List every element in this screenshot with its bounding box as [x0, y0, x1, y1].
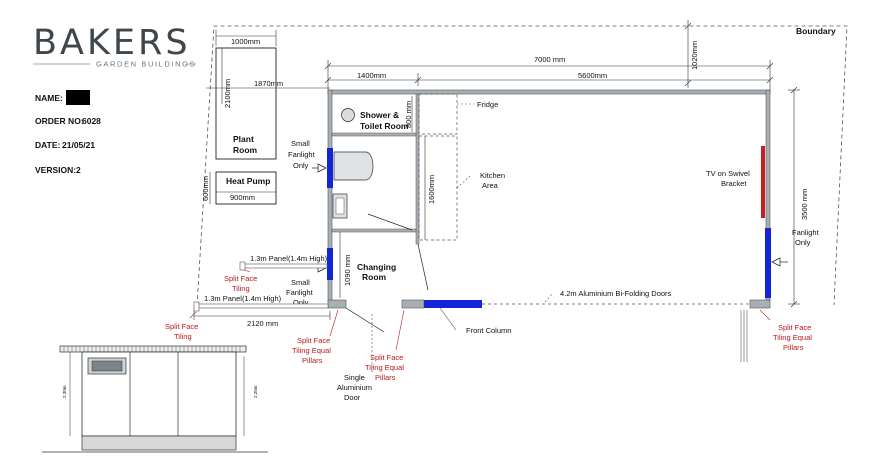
- logo: BAKERS GARDEN BUILDINGS: [33, 23, 196, 69]
- dim-kitchen-length: 1600mm: [427, 175, 436, 204]
- svg-text:Door: Door: [344, 393, 361, 402]
- bifold-label: 4.2m Aluminium Bi-Folding Doors: [560, 289, 672, 298]
- windows: [327, 148, 771, 308]
- svg-text:Fanlight: Fanlight: [288, 150, 316, 159]
- svg-text:Pillars: Pillars: [302, 356, 323, 365]
- svg-text:Aluminium: Aluminium: [337, 383, 372, 392]
- svg-text:Only: Only: [293, 298, 309, 307]
- svg-text:Tiling: Tiling: [174, 332, 192, 341]
- dim-shower-depth: 800 mm: [404, 101, 413, 128]
- svg-text:Area: Area: [482, 181, 499, 190]
- plant-dimensions: [206, 30, 330, 104]
- svg-text:Tiling Equal: Tiling Equal: [292, 346, 331, 355]
- elevation-height-right: 2.25m: [253, 385, 258, 398]
- front-elevation: 2.30m 2.25m: [42, 345, 268, 453]
- svg-text:Split Face: Split Face: [165, 322, 198, 331]
- svg-text:Heat Pump: Heat Pump: [226, 176, 270, 186]
- changing-room: Changing Room 1090 mm: [339, 232, 429, 333]
- heat-pump: Heat Pump: [209, 171, 277, 205]
- dim-changing-depth: 1090 mm: [343, 255, 352, 286]
- dim-heatpump-depth: 600mm: [201, 176, 210, 201]
- shower-door-swing: [367, 213, 413, 231]
- door-label: Single: [344, 373, 365, 382]
- front-column-label: Front Column: [466, 326, 511, 335]
- version-value: 2: [76, 165, 81, 175]
- svg-text:Tiling Equal: Tiling Equal: [365, 363, 404, 372]
- svg-text:Room: Room: [362, 272, 387, 282]
- fence-posts: [740, 310, 748, 362]
- top-dimension-lines: [324, 20, 774, 92]
- svg-text:Split Face: Split Face: [224, 274, 257, 283]
- svg-text:Small: Small: [291, 139, 310, 148]
- logo-subtitle: GARDEN BUILDINGS: [96, 60, 196, 69]
- door-swing: [345, 307, 385, 333]
- dim-boundary-gap: 1020mm: [690, 41, 699, 70]
- panel-label-1: 1.3m Panel(1.4m High): [250, 254, 328, 263]
- svg-text:Split Face: Split Face: [778, 323, 811, 332]
- svg-text:Toilet Room: Toilet Room: [360, 121, 409, 131]
- dim-left-section: 1400mm: [357, 71, 386, 80]
- svg-text:Pillars: Pillars: [783, 343, 804, 352]
- tv-label: TV on Swivel: [706, 169, 750, 178]
- shower-head-icon: [341, 108, 355, 122]
- boundary-label: Boundary: [796, 26, 836, 36]
- fanlight-left-arrow-icon: [317, 163, 327, 173]
- dim-right-section: 5600mm: [578, 71, 607, 80]
- elevation-height-left: 2.30m: [62, 385, 67, 398]
- dim-plant-depth: 2100mm: [223, 79, 232, 108]
- version-label: VERSION:: [35, 165, 76, 175]
- name-label: NAME:: [35, 93, 63, 103]
- name-redaction: [66, 90, 90, 105]
- dim-depth: 3500 mm: [800, 189, 809, 220]
- dim-plant-width: 1000mm: [231, 37, 260, 46]
- logo-title: BAKERS: [33, 23, 191, 63]
- svg-text:Bracket: Bracket: [721, 179, 747, 188]
- tiling-annotations: Split Face Tiling Split Face Tiling Spli…: [165, 269, 812, 382]
- order-value: 6028: [82, 116, 101, 126]
- toilet-icon: [333, 151, 374, 181]
- svg-text:Pillars: Pillars: [375, 373, 396, 382]
- kitchen-label: Kitchen: [480, 171, 505, 180]
- plant-room: Plant Room: [215, 47, 277, 160]
- svg-text:Room: Room: [233, 145, 258, 155]
- order-info: NAME: ORDER NO: 6028 DATE: 21/05/21 VERS…: [35, 90, 101, 175]
- svg-text:Split Face: Split Face: [370, 353, 403, 362]
- svg-text:Only: Only: [795, 238, 811, 247]
- svg-text:Tiling: Tiling: [232, 284, 250, 293]
- svg-text:Fanlight: Fanlight: [286, 288, 314, 297]
- panels: [193, 261, 329, 312]
- svg-text:Tiling Equal: Tiling Equal: [773, 333, 812, 342]
- dim-heatpump-width: 900mm: [230, 193, 255, 202]
- date-label: DATE:: [35, 140, 61, 150]
- svg-text:Split Face: Split Face: [297, 336, 330, 345]
- svg-text:Small: Small: [291, 278, 310, 287]
- boundary-line: [196, 25, 848, 307]
- dim-plant-offset: 1870mm: [254, 79, 283, 88]
- dim-total-width: 7000 mm: [534, 55, 565, 64]
- svg-text:Changing: Changing: [357, 262, 396, 272]
- building-walls: [327, 89, 771, 309]
- panel-label-2: 1.3m Panel(1.4m High): [204, 294, 282, 303]
- svg-text:Only: Only: [293, 161, 309, 170]
- depth-dimension: [788, 86, 800, 308]
- svg-text:Shower &: Shower &: [360, 110, 399, 120]
- shower-toilet-room: Shower & Toilet Room 800 mm: [332, 96, 413, 231]
- date-value: 21/05/21: [62, 140, 95, 150]
- svg-text:Fanlight: Fanlight: [792, 228, 820, 237]
- svg-text:Plant: Plant: [233, 134, 254, 144]
- tv-bracket: [761, 146, 765, 218]
- order-label: ORDER NO:: [35, 116, 84, 126]
- fanlight-right-arrow-icon: [771, 257, 781, 267]
- fridge-label: Fridge: [477, 100, 498, 109]
- dim-panel-run: 2120 mm: [247, 319, 278, 328]
